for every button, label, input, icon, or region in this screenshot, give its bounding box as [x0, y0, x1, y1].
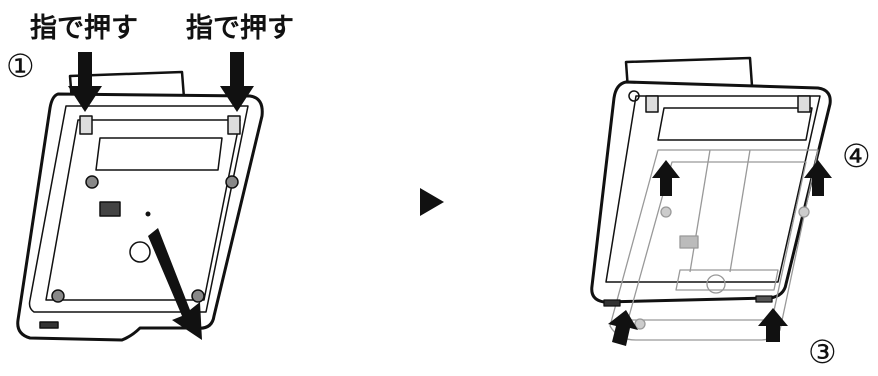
arrow-diagonal-icon: [148, 228, 202, 340]
device-right-stand-slot: [657, 107, 813, 141]
device-right: [590, 56, 832, 304]
arrow-down-icon: [68, 52, 102, 112]
device-left-foot: [85, 175, 99, 189]
device-left-foot: [51, 289, 65, 303]
arrow-down-icon: [220, 52, 254, 112]
device-left-latch: [79, 115, 93, 135]
step-1-marker: ①: [6, 47, 35, 85]
push-arrows-right: [608, 160, 832, 346]
arrow-up-icon: [608, 310, 638, 346]
device-right-foot: [628, 90, 640, 102]
device-left-foot: [191, 289, 205, 303]
step-4-marker: ④: [842, 137, 871, 175]
device-left-stand-slot: [95, 137, 223, 171]
device-right-inner-edge: [605, 95, 821, 283]
device-right-latch: [645, 95, 659, 113]
device-left-base-plate: [45, 119, 241, 301]
arrow-up-icon: [758, 308, 788, 342]
device-left-inner-edge: [28, 105, 249, 313]
play-triangle-icon: [420, 188, 444, 216]
push-arrows-left: [68, 52, 254, 340]
device-left-bottom-tab: [39, 321, 59, 329]
arrow-up-icon: [804, 160, 832, 196]
device-left: [16, 70, 264, 342]
device-left-center-hole: [129, 241, 151, 263]
device-left-latch: [227, 115, 241, 135]
device-left-connector: [99, 201, 121, 217]
press-with-finger-label-right: 指で押す: [186, 13, 294, 44]
device-left-body: [16, 92, 264, 342]
device-right-latch: [797, 95, 811, 113]
arrow-up-icon: [652, 160, 680, 196]
device-right-body: [590, 80, 832, 304]
press-with-finger-label-left: 指で押す: [30, 13, 138, 44]
step-3-marker: ③: [808, 333, 837, 371]
device-left-foot: [225, 175, 239, 189]
